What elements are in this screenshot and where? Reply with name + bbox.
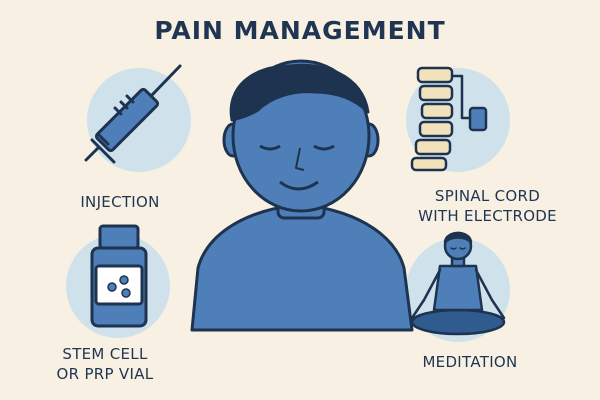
spinal-circle — [406, 68, 510, 172]
stem-cell-label: STEM CELL OR PRP VIAL — [40, 344, 170, 384]
stem-cell-label-line1: STEM CELL — [62, 345, 148, 363]
spinal-cord-label-line1: SPINAL CORD — [434, 187, 541, 205]
syringe-icon — [84, 64, 182, 164]
meditation-label-text: MEDITATION — [422, 353, 518, 371]
spinal-cord-label: SPINAL CORD WITH ELECTRODE — [380, 186, 595, 226]
person-icon — [190, 59, 414, 332]
injection-label-text: INJECTION — [80, 193, 160, 211]
page-title: PAIN MANAGEMENT — [154, 16, 446, 45]
meditating-person-icon — [410, 231, 506, 336]
vial-icon — [90, 224, 148, 328]
injection-label: INJECTION — [60, 192, 180, 212]
stem-cell-label-line2: OR PRP VIAL — [56, 365, 154, 383]
spinal-cord-label-line2: WITH ELECTRODE — [418, 207, 557, 225]
meditation-label: MEDITATION — [405, 352, 535, 372]
spine-electrode-icon — [410, 66, 488, 172]
